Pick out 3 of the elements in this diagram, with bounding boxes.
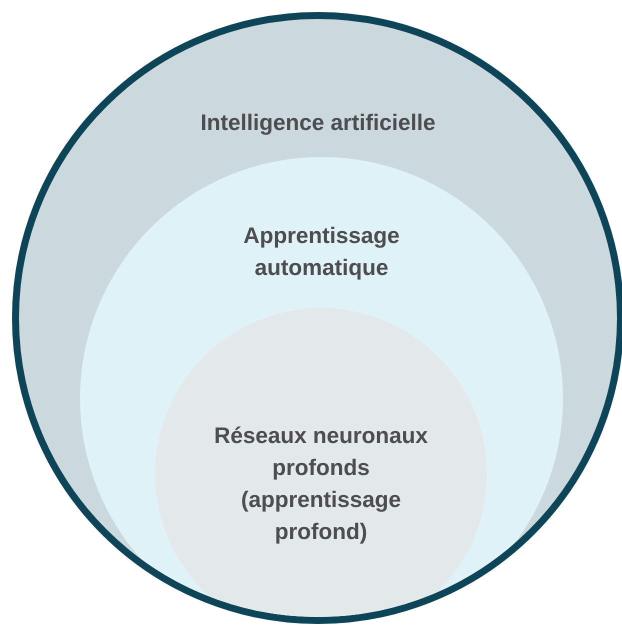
circle-label: Intelligence artificielle [199, 109, 437, 137]
circle-label: Apprentissage automatique [242, 222, 401, 282]
circle-label: Réseaux neuronaux profonds (apprentissage profond) [213, 422, 429, 546]
